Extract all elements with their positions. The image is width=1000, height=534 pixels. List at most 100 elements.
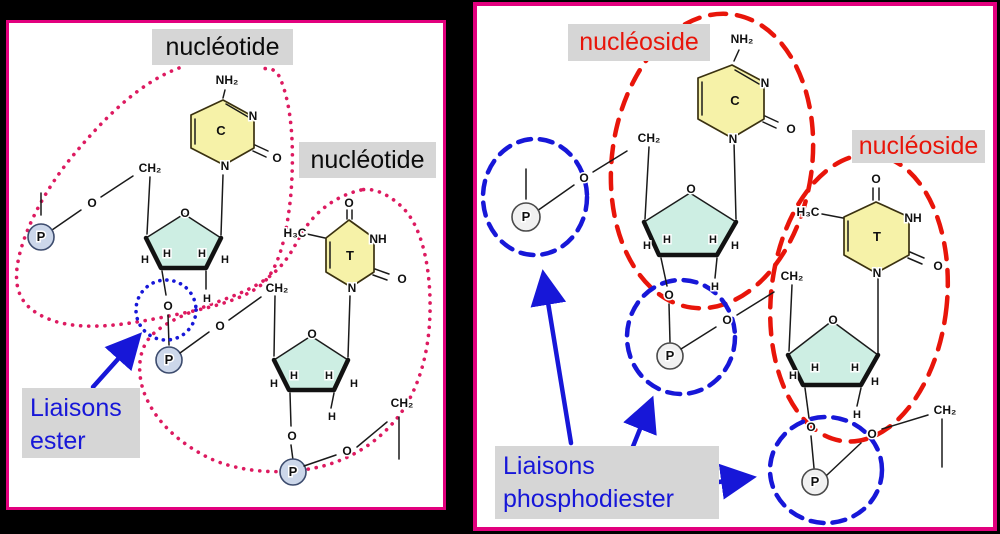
label-nucleoside-1: nucléoside (568, 24, 710, 61)
bond (290, 444, 294, 461)
atom-label-CH: CH₂ (391, 396, 414, 410)
bond (222, 89, 226, 99)
double-bond (909, 251, 925, 259)
blue-dashed-circle-phosphodiester-3 (767, 414, 885, 526)
blue-dashed-circle-phosphodiester-1 (480, 136, 590, 258)
atom-label-T: T (873, 229, 881, 244)
bond (161, 270, 167, 296)
atom-label-H: H (163, 248, 171, 260)
atom-label-N: N (873, 266, 882, 280)
callout-line: ester (30, 427, 86, 455)
bond (347, 295, 351, 358)
atom-label-H: H (711, 281, 719, 293)
bond (856, 387, 862, 407)
bond (273, 295, 276, 357)
atom-label-H: H (709, 234, 717, 246)
atom-label-P: P (37, 229, 46, 244)
atom-label-O: O (664, 288, 673, 302)
atom-label-P: P (522, 209, 531, 224)
atom-label-O: O (307, 327, 316, 341)
double-bond (762, 121, 777, 129)
phosphate-circle-1 (511, 202, 541, 232)
bond (680, 326, 717, 350)
ribose-bold-edge (641, 219, 739, 258)
bond (536, 184, 575, 212)
atom-label-N: N (249, 109, 258, 123)
atom-label-NH: NH (369, 232, 386, 246)
atom-label-O: O (272, 151, 281, 165)
double-bond (764, 115, 779, 123)
atom-label-HC: H₃C (797, 205, 820, 219)
bond (303, 454, 337, 467)
bond (179, 331, 210, 354)
atom-label-H: H (811, 362, 819, 374)
atom-label-H: H (643, 240, 651, 252)
bond (220, 174, 224, 236)
ribose-bold-edge (785, 352, 881, 388)
bond (306, 233, 326, 239)
bond (51, 209, 82, 231)
atom-label-T: T (346, 248, 354, 263)
atom-label-O: O (933, 259, 942, 273)
bond (733, 49, 740, 62)
blue-dashed-circle-phosphodiester-2 (624, 277, 738, 397)
phosphate-circle-3 (279, 458, 307, 486)
atom-label-C: C (216, 123, 226, 138)
bond (356, 421, 388, 448)
phosphate-circle-3 (801, 468, 829, 496)
bond (810, 435, 815, 469)
phosphate-circle-1 (27, 223, 55, 251)
atom-label-CH: CH₂ (139, 161, 162, 175)
bond (146, 176, 151, 235)
atom-label-H: H (203, 293, 211, 305)
atom-label-P: P (666, 348, 675, 363)
bond (100, 175, 134, 198)
blue-dotted-circle-ester (134, 278, 198, 342)
atom-label-O: O (806, 420, 815, 434)
atom-label-O: O (180, 206, 189, 220)
atom-label-O: O (867, 427, 876, 441)
atom-label-P: P (165, 352, 174, 367)
atom-label-CH: CH₂ (781, 269, 804, 283)
atom-label-N: N (221, 159, 230, 173)
atom-label-O: O (722, 313, 731, 327)
atom-label-HC: H₃C (284, 226, 307, 240)
bond (826, 442, 862, 476)
atom-label-CH: CH₂ (266, 281, 289, 295)
atom-label-O: O (397, 272, 406, 286)
label-liaisons-phosphodiester: Liaisons phosphodiester (495, 446, 719, 519)
atom-label-H: H (663, 234, 671, 246)
label-nucleotide-2: nucléotide (299, 142, 436, 178)
thymine-ring (325, 219, 375, 288)
cytosine-ring (697, 64, 765, 139)
bond (733, 141, 737, 220)
atom-label-NH: NH (904, 211, 921, 225)
bond (881, 414, 929, 430)
bond (644, 146, 650, 220)
ribose-bold-edge (143, 235, 224, 271)
phosphate-circle-2 (656, 342, 684, 370)
bond (788, 284, 793, 352)
atom-label-NH: NH₂ (216, 73, 239, 87)
phosphate-circle-2 (155, 346, 183, 374)
bond (592, 150, 628, 173)
double-bond (252, 150, 267, 158)
atom-label-N: N (761, 76, 770, 90)
atom-label-H: H (731, 240, 739, 252)
atom-label-C: C (730, 93, 740, 108)
atom-label-H: H (328, 411, 336, 423)
callout-arrow-2 (623, 395, 657, 457)
pink-dotted-outline-nucleotide-1 (14, 66, 295, 328)
atom-label-H: H (853, 409, 861, 421)
atom-label-O: O (163, 299, 172, 313)
label-liaisons-ester: Liaisons ester (22, 388, 140, 458)
atom-label-N: N (348, 281, 357, 295)
callout-arrow-ester (90, 332, 143, 390)
callout-line: Liaisons (30, 394, 122, 422)
atom-label-H: H (141, 254, 149, 266)
atom-label-O: O (344, 196, 353, 210)
atom-label-H: H (350, 378, 358, 390)
